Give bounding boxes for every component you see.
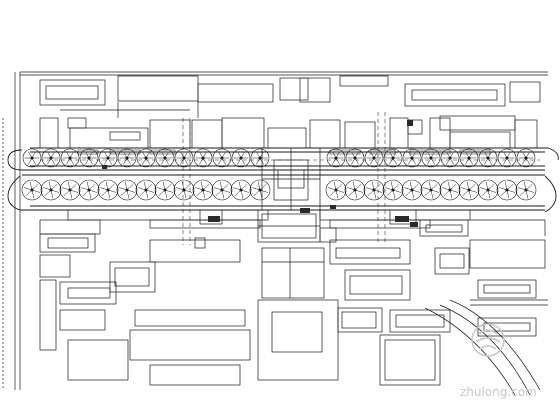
tree-symbol [459,148,479,168]
tree-rows [21,148,537,201]
site-boundary-lines [2,71,548,390]
tree-symbol [515,179,537,201]
tree-symbol [478,148,498,168]
tree-symbol [174,148,194,168]
tree-symbol [173,179,195,201]
tree-symbol [60,148,80,168]
tree-symbol [97,179,119,201]
tree-symbol [230,179,252,201]
tree-symbol [136,148,156,168]
north-ancillary-structures [39,115,538,149]
tree-symbol [458,179,480,201]
tree-symbol [78,179,100,201]
tree-symbol [117,148,137,168]
tree-symbol [421,148,441,168]
tree-symbol [420,179,442,201]
tree-symbol [477,179,499,201]
tree-symbol [212,148,232,168]
tree-symbol [116,179,138,201]
tree-symbol [21,179,43,201]
tree-symbol [41,148,61,168]
tree-symbol [40,179,62,201]
tree-symbol [59,179,81,201]
tree-symbol [363,179,385,201]
tree-symbol [326,148,346,168]
tree-symbol [98,148,118,168]
tree-symbol [440,148,460,168]
hatched-accent-blocks [102,120,418,227]
tree-symbol [401,179,423,201]
central-plaza [261,147,321,211]
tree-symbol [154,179,176,201]
north-building-blocks [39,75,541,118]
watermark-logo-icon [471,323,505,357]
tree-symbol [383,148,403,168]
tree-symbol [344,179,366,201]
tree-symbol [192,179,214,201]
tree-symbol [402,148,422,168]
tree-symbol [325,179,347,201]
tree-symbol [439,179,461,201]
tree-symbol [382,179,404,201]
axis-lines [40,112,540,245]
tree-symbol [496,179,518,201]
tree-symbol [249,179,271,201]
tree-symbol [364,148,384,168]
tree-symbol [516,148,536,168]
tree-symbol [22,148,42,168]
watermark-text: zhulong.com [460,385,537,399]
tree-symbol [155,148,175,168]
tree-symbol [497,148,517,168]
upper-strip-details [77,149,491,155]
south-building-blocks [39,219,548,386]
tree-symbol [211,179,233,201]
watermark: zhulong.com [460,323,537,399]
south-frontage-strips [67,209,471,249]
tree-symbol [79,148,99,168]
southeast-curved-road [424,299,541,396]
tree-symbol [193,148,213,168]
tree-symbol [345,148,365,168]
tree-symbol [250,148,270,168]
tree-symbol [231,148,251,168]
tree-symbol [135,179,157,201]
